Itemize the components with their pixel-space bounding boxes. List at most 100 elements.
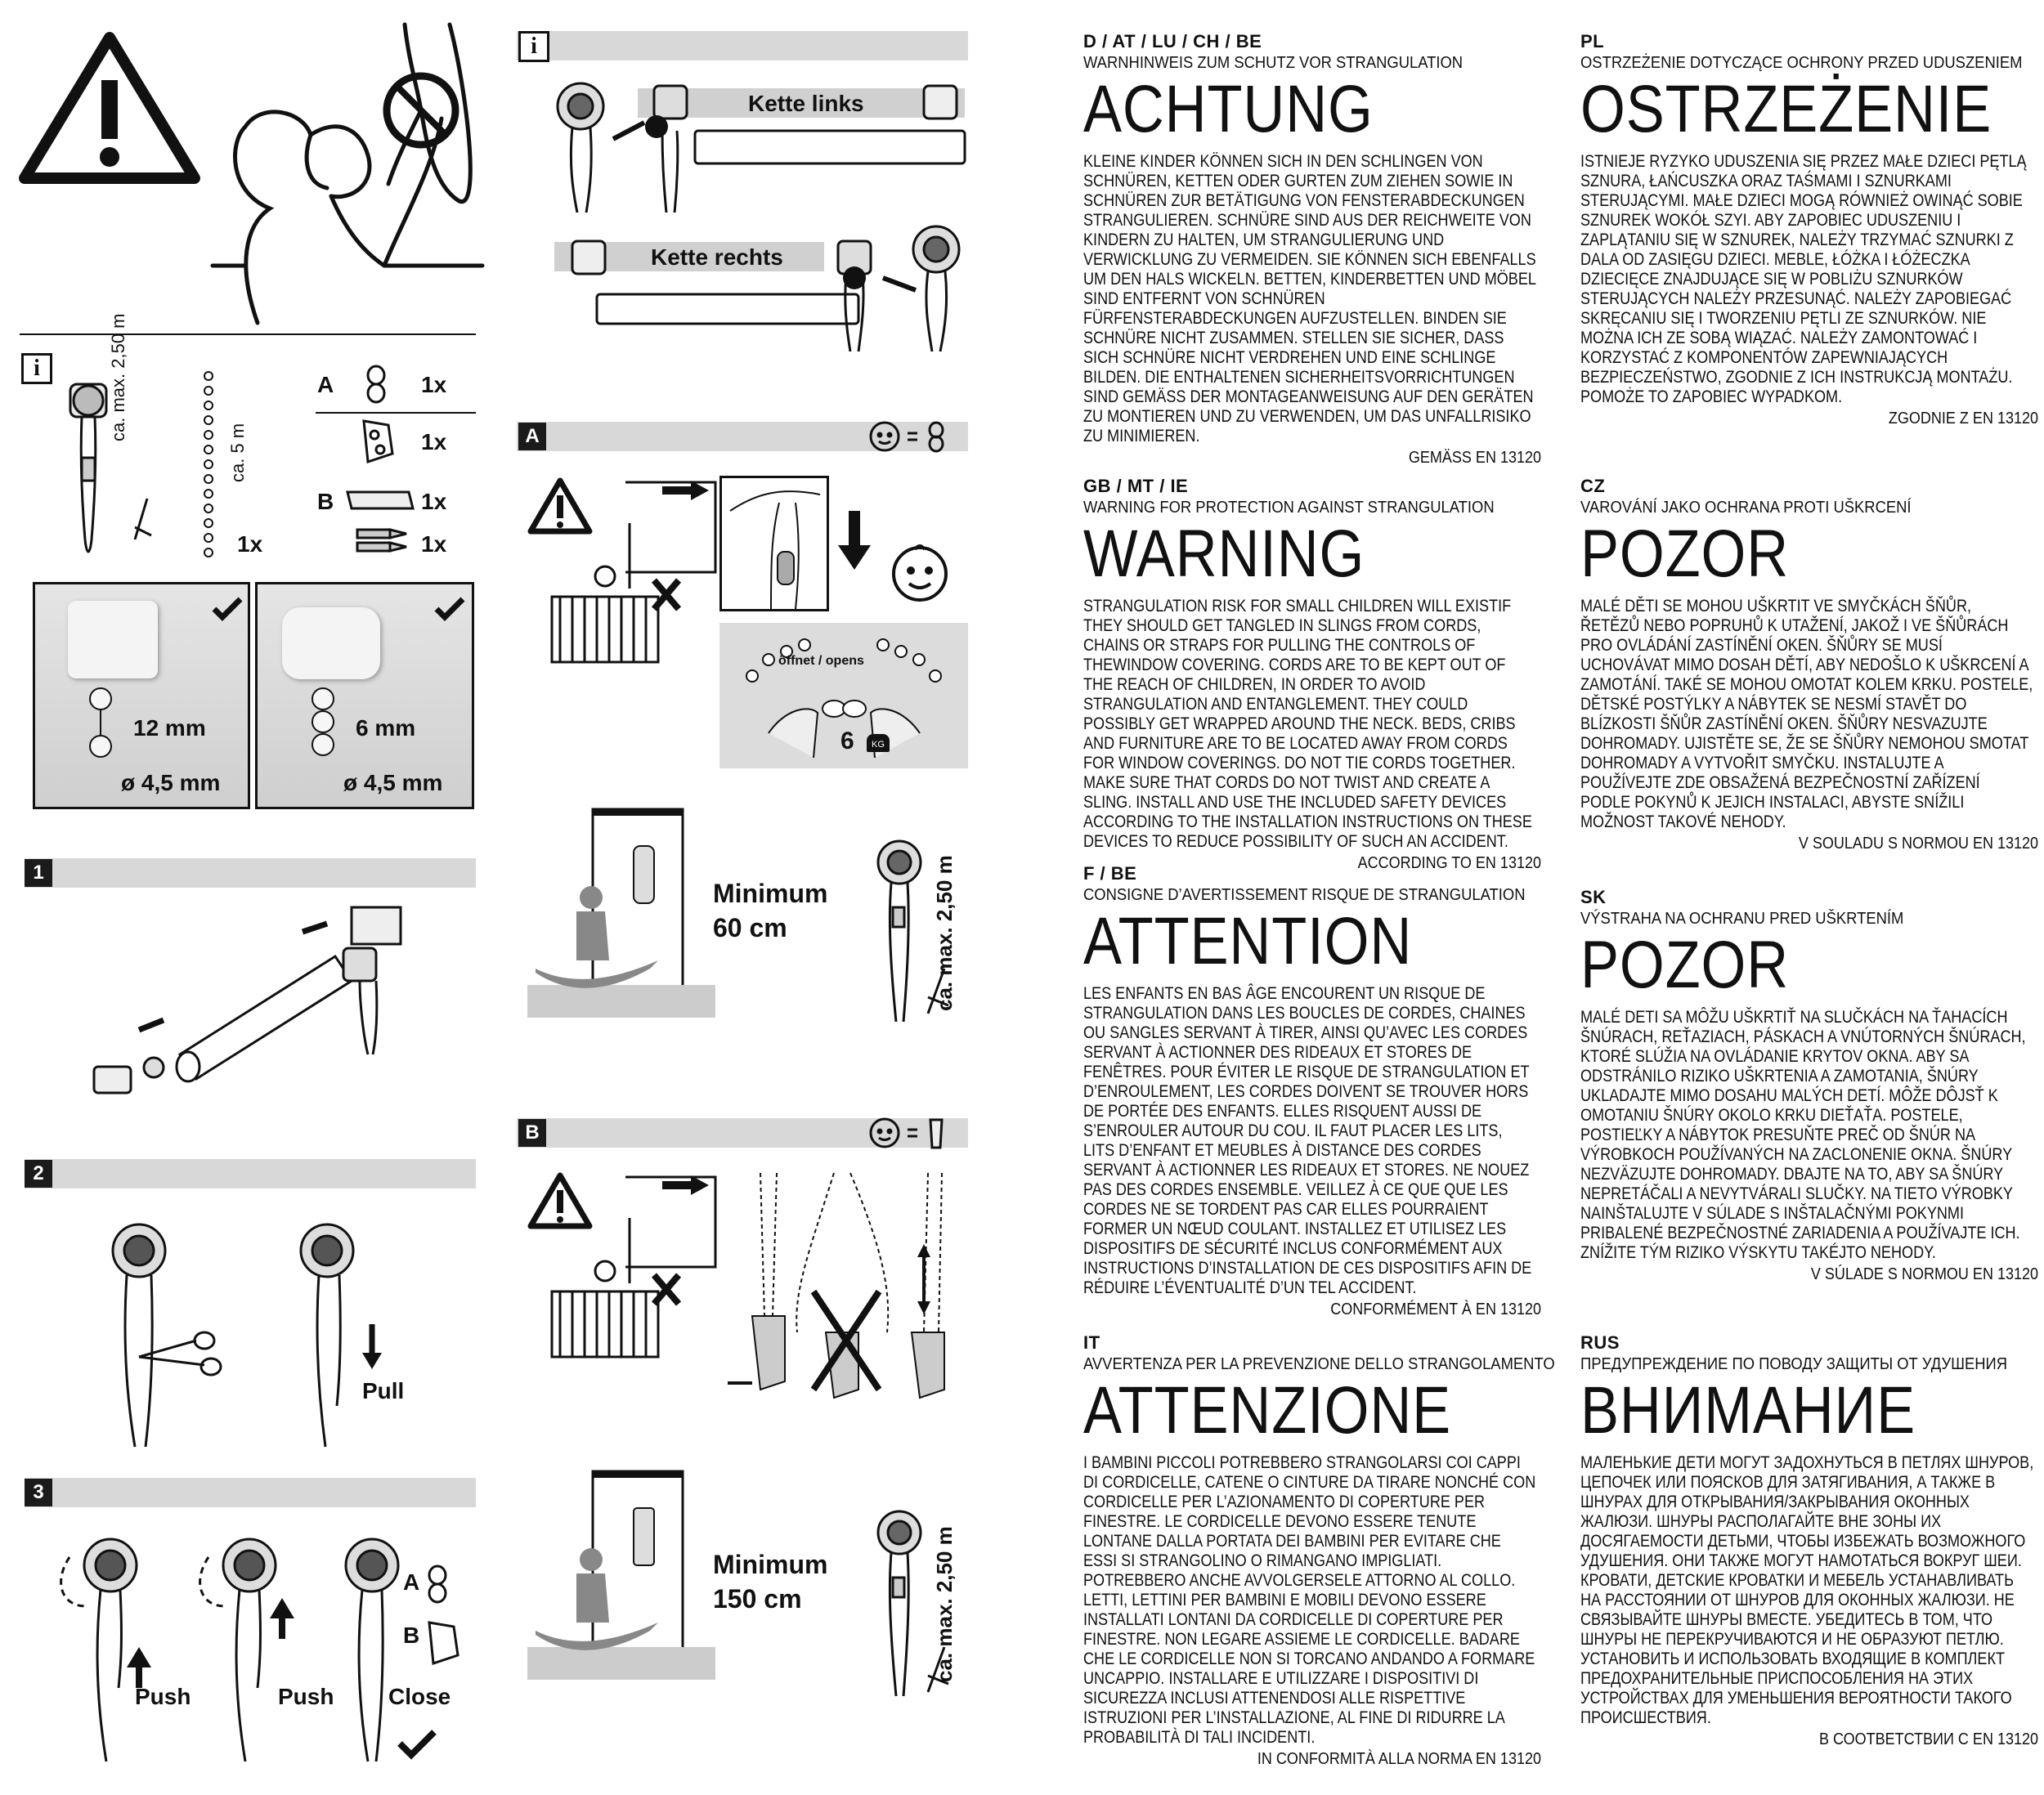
diameter-label: ø 4,5 mm bbox=[121, 770, 221, 795]
min-label-a: Minimum bbox=[713, 879, 828, 908]
baby-equals-bracket-icon bbox=[869, 1117, 944, 1149]
language-code: RUS bbox=[1580, 1332, 1620, 1353]
top-divider bbox=[20, 333, 476, 335]
warning-subtitle: WARNHINWEIS ZUM SCHUTZ VOR STRANGULATION bbox=[1083, 54, 1464, 72]
language-code: PL bbox=[1580, 31, 1605, 51]
warning-subtitle: CONSIGNE D’AVERTISSEMENT RISQUE DE STRAN… bbox=[1083, 886, 1526, 904]
language-code: GB / MT / IE bbox=[1083, 476, 1189, 496]
info-bar bbox=[517, 31, 968, 60]
warning-body: I BAMBINI PICCOLI POTREBBERO STRANGOLARS… bbox=[1083, 1453, 1536, 1747]
warning-block: GB / MT / IE WARNING FOR PROTECTION AGAI… bbox=[1083, 476, 1541, 873]
step-3-bar bbox=[25, 1478, 476, 1507]
warning-body: МАЛЕНЬКИЕ ДЕТИ МОГУТ ЗАДОХНУТЬСЯ В ПЕТЛЯ… bbox=[1580, 1453, 2034, 1727]
warning-heading: ATTENZIONE bbox=[1083, 1373, 1452, 1448]
bracket-b-icon bbox=[346, 490, 415, 510]
warning-body: KLEINE KINDER KÖNNEN SICH IN DEN SCHLING… bbox=[1083, 151, 1536, 445]
warning-norm: CONFORMÉMENT À EN 13120 bbox=[1330, 1300, 1541, 1318]
warning-body: ISTNIEJE RYZYKO UDUSZENIA SIĘ PRZEZ MAŁE… bbox=[1580, 151, 2027, 406]
close-connector-illustration bbox=[344, 1538, 459, 1762]
warning-norm: GEMÄSS EN 13120 bbox=[1408, 449, 1541, 467]
warning-heading: OSTRZEŻENIE bbox=[1580, 72, 1992, 146]
warning-subtitle: WARNING FOR PROTECTION AGAINST STRANGULA… bbox=[1083, 499, 1495, 517]
check-icon bbox=[434, 597, 465, 621]
step-1-number: 1 bbox=[25, 859, 52, 887]
chain-bead-icon bbox=[312, 687, 334, 756]
warning-heading: ATTENTION bbox=[1083, 904, 1413, 978]
min-value-b: 150 cm bbox=[713, 1584, 802, 1614]
push-chain-illustration-2 bbox=[199, 1538, 294, 1762]
control-unit-length-illustration bbox=[876, 839, 949, 1023]
chain-quantity: 1x bbox=[237, 531, 263, 557]
check-icon bbox=[212, 597, 243, 621]
baby-face-icon bbox=[892, 544, 948, 602]
arrow-down-icon bbox=[838, 511, 871, 570]
language-code: IT bbox=[1083, 1332, 1100, 1353]
step-2-bar bbox=[25, 1159, 476, 1188]
chain-bead-icon bbox=[89, 687, 112, 758]
chain-left-label: Kette links bbox=[748, 91, 864, 116]
warning-heading: WARNING bbox=[1083, 517, 1365, 591]
step-3-number: 3 bbox=[25, 1479, 52, 1506]
warning-norm: ZGODNIE Z EN 13120 bbox=[1888, 410, 2038, 427]
connector-a2-icon bbox=[362, 419, 394, 464]
warning-body: MALÉ DETI SA MÔŽU UŠKRTIŤ NA SLUČKÁCH NA… bbox=[1580, 1007, 2026, 1262]
chain-connector-closeup bbox=[719, 476, 829, 611]
screws-icon bbox=[356, 528, 407, 553]
check-icon bbox=[397, 1730, 437, 1760]
parts-divider bbox=[316, 412, 476, 414]
pull-label: Pull bbox=[362, 1378, 405, 1403]
step-2-number: 2 bbox=[25, 1160, 52, 1188]
section-a-tag: A bbox=[518, 423, 546, 450]
step-1-bar bbox=[25, 858, 476, 888]
part-b-label: B bbox=[317, 489, 334, 514]
chain-length-label: ca. 5 m bbox=[227, 423, 248, 482]
part-a-label-step3: A bbox=[403, 1569, 420, 1595]
max-length-label-a: ca. max. 2,50 m bbox=[932, 855, 957, 1011]
push-chain-illustration-1 bbox=[60, 1538, 151, 1762]
part-a-qty-2: 1x bbox=[421, 429, 447, 454]
spacing-label: 12 mm bbox=[133, 715, 206, 741]
warning-body: MALÉ DĚTI SE MOHOU UŠKRTIT VE SMYČKÁCH Š… bbox=[1580, 596, 2033, 831]
connector-a-icon bbox=[366, 365, 386, 404]
control-unit-with-chain-illustration bbox=[69, 383, 152, 553]
warning-block: SK VÝSTRAHA NA OCHRANU PRED UŠKRTENÍM PO… bbox=[1580, 887, 2038, 1284]
cut-chain-illustration bbox=[111, 1223, 222, 1448]
warning-triangle-icon bbox=[19, 32, 200, 184]
chain-right-illustration bbox=[571, 225, 961, 352]
warning-block: IT AVVERTENZA PER LA PREVENZIONE DELLO S… bbox=[1083, 1332, 1555, 1769]
warning-body: LES ENFANTS EN BAS ÂGE ENCOURENT UN RISQ… bbox=[1083, 983, 1532, 1297]
spacing-label: 6 mm bbox=[356, 715, 416, 741]
diameter-label: ø 4,5 mm bbox=[343, 770, 443, 795]
chain-variant-6mm: 6 mm ø 4,5 mm bbox=[255, 582, 474, 809]
info-icon: i bbox=[518, 31, 549, 62]
warning-heading: POZOR bbox=[1580, 517, 1790, 591]
baby-equals-connector-icon bbox=[869, 421, 944, 453]
warning-norm: ACCORDING TO EN 13120 bbox=[1357, 854, 1541, 872]
min-150cm-illustration bbox=[527, 1470, 715, 1680]
warning-norm: В СООТВЕТСТВИИ С EN 13120 bbox=[1819, 1730, 2038, 1748]
pull-chain-illustration bbox=[299, 1223, 382, 1448]
warning-heading: ACHTUNG bbox=[1083, 72, 1374, 146]
language-code: CZ bbox=[1580, 476, 1606, 496]
section-b-tag: B bbox=[518, 1119, 546, 1147]
warning-subtitle: VÝSTRAHA NA OCHRANU PRED UŠKRTENÍM bbox=[1580, 910, 1904, 928]
max-length-label-b: ca. max. 2,50 m bbox=[932, 1526, 957, 1682]
loose-chain-illustration bbox=[204, 371, 213, 557]
language-code: SK bbox=[1580, 887, 1607, 907]
warning-block: CZ VAROVÁNÍ JAKO OCHRANA PROTI UŠKRCENÍ … bbox=[1580, 476, 2038, 853]
child-strangulation-illustration bbox=[210, 22, 485, 325]
connector-opens-panel: öffnet / opens 6 KG bbox=[719, 623, 968, 768]
warning-block: D / AT / LU / CH / BE WARNHINWEIS ZUM SC… bbox=[1083, 31, 1541, 468]
min-label-b: Minimum bbox=[713, 1550, 828, 1579]
close-label: Close bbox=[388, 1684, 451, 1709]
part-a-qty-1: 1x bbox=[421, 372, 447, 397]
chain-left-illustration bbox=[556, 82, 966, 213]
warning-heading: POZOR bbox=[1580, 928, 1790, 1002]
chain-left-banner: Kette links bbox=[638, 88, 965, 118]
warning-subtitle: AVVERTENZA PER LA PREVENZIONE DELLO STRA… bbox=[1083, 1355, 1555, 1373]
weight-label: 6 bbox=[840, 727, 854, 754]
part-a-label: A bbox=[317, 372, 334, 397]
chain-variant-12mm: 12 mm ø 4,5 mm bbox=[33, 582, 250, 809]
warning-block: F / BE CONSIGNE D’AVERTISSEMENT RISQUE D… bbox=[1083, 863, 1541, 1319]
control-unit-length-illustration-b bbox=[876, 1510, 949, 1697]
